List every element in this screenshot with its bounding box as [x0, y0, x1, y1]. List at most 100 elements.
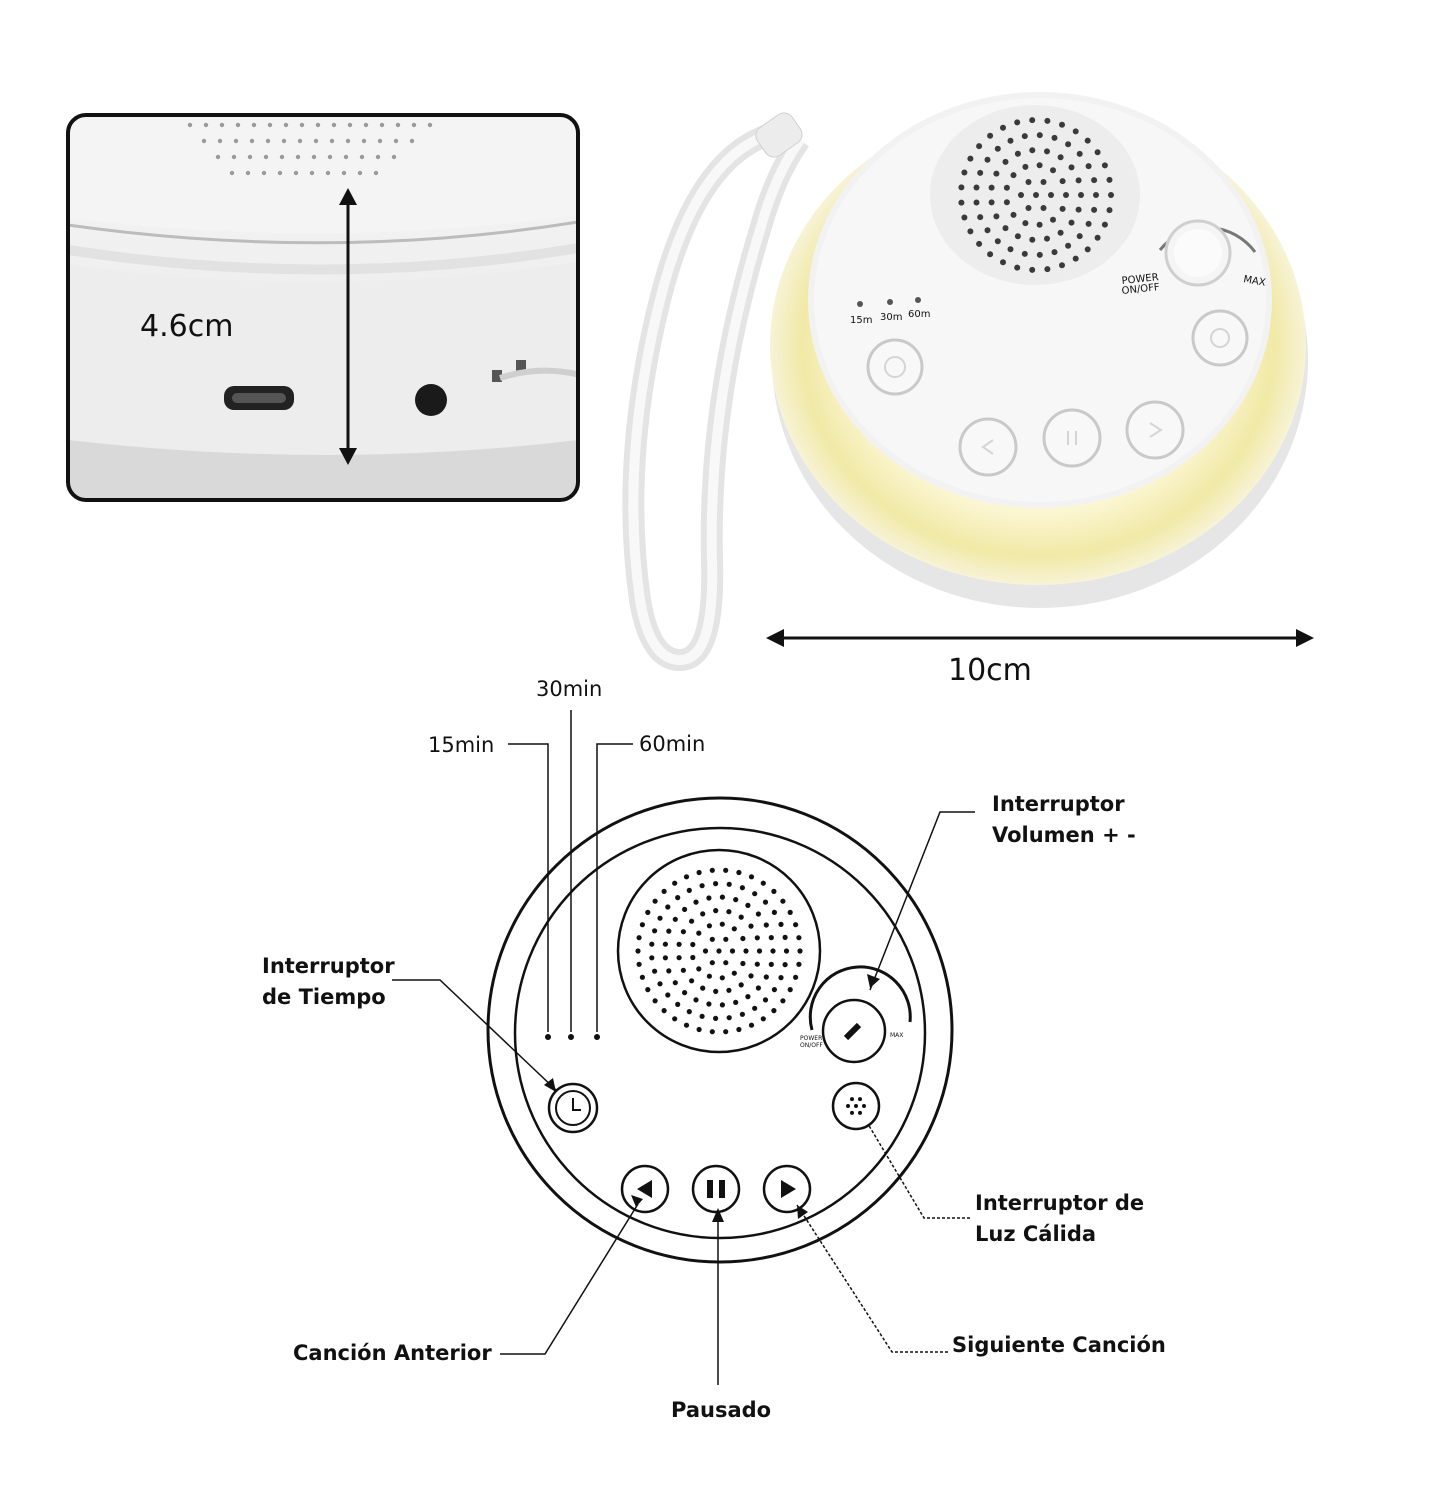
grille-dot [187, 122, 193, 128]
grille-dot [763, 922, 769, 928]
grille-dot [693, 899, 699, 905]
pause-button-outline [691, 1164, 741, 1214]
grille-dot [771, 888, 777, 895]
grille-dot [283, 122, 289, 128]
grille-dot [682, 990, 688, 996]
grille-dot [689, 978, 695, 984]
grille-dot [1010, 211, 1017, 218]
grille-dot [1022, 220, 1029, 227]
grille-dot [754, 935, 760, 941]
grille-dot [343, 154, 349, 160]
grille-dot [1075, 177, 1082, 184]
grille-dot [754, 961, 760, 967]
timer-60-led-label: 60m [908, 309, 930, 320]
timer-60-label: 60min [639, 732, 705, 756]
grille-dot [652, 968, 658, 974]
on-off-label: ON/OFF [1121, 282, 1160, 297]
outer-ring [486, 796, 954, 1264]
grille-dot [1022, 163, 1029, 170]
grille-dot [1021, 133, 1028, 140]
grille-dot [993, 213, 1000, 220]
prev-button[interactable] [958, 417, 1018, 477]
grille-dot [1068, 164, 1075, 171]
grille-dot [736, 1026, 742, 1033]
grille-dot [700, 985, 706, 991]
grille-dot [315, 122, 321, 128]
grille-dot [652, 898, 658, 904]
pause-button[interactable] [1042, 408, 1102, 468]
grille-dot [639, 974, 646, 980]
grille-dot [726, 987, 732, 993]
grille-dot [858, 1097, 862, 1102]
grille-dot [713, 908, 719, 914]
grille-dot [1044, 235, 1050, 242]
speaker-outline [616, 848, 822, 1054]
prev-callout: Canción Anterior [293, 1341, 492, 1365]
width-label: 10cm [948, 653, 1032, 688]
grille-dot [1002, 225, 1009, 232]
grille-dot [796, 961, 802, 967]
power-label: POWER [1121, 272, 1159, 287]
next-button[interactable] [1125, 400, 1185, 460]
grille-dot [411, 122, 417, 128]
grille-dot [984, 227, 991, 234]
grille-dot [672, 880, 678, 886]
grille-dot [1051, 134, 1058, 141]
grille-dot [1010, 172, 1017, 179]
grille-dot [219, 122, 225, 128]
grille-dot [427, 122, 433, 128]
grille-dot [752, 891, 758, 897]
timer-button[interactable] [866, 338, 924, 396]
grille-dot [1094, 149, 1101, 156]
leader-lines [392, 710, 975, 1385]
time-callout-line2: de Tiempo [262, 985, 386, 1009]
grille-dot [731, 970, 737, 976]
grille-dot [713, 881, 719, 887]
grille-dot [706, 923, 713, 929]
grille-dot [1057, 229, 1064, 236]
grille-dot [1106, 207, 1113, 214]
grille-dot [657, 981, 663, 987]
grille-dot [976, 143, 983, 150]
grille-dot [1040, 179, 1047, 185]
grille-dot [1029, 117, 1036, 124]
grille-dot [1059, 205, 1066, 212]
grille-dot [652, 998, 658, 1004]
grille-dot [201, 138, 207, 144]
audio-jack-icon [415, 384, 447, 416]
time-button-outline [547, 1082, 599, 1134]
grille-dot [341, 170, 347, 176]
grille-dot [958, 199, 965, 206]
grille-dot [987, 132, 994, 139]
light-button[interactable] [1191, 309, 1249, 367]
grille-dot [719, 894, 726, 900]
grille-dot [693, 997, 699, 1003]
diagram-power-label: POWER [800, 1035, 822, 1042]
grille-dot [1044, 266, 1051, 273]
grille-dot [636, 961, 642, 967]
grille-dot [733, 897, 739, 903]
grille-dot [1029, 236, 1036, 243]
grille-dot [699, 1013, 705, 1019]
grille-dot [780, 998, 786, 1004]
grille-dot [1007, 137, 1014, 144]
grille-dot [716, 948, 722, 954]
grille-dot [739, 885, 746, 891]
grille-dot [683, 1022, 690, 1028]
timer-30-label: 30min [536, 677, 602, 701]
grille-dot [723, 936, 729, 942]
grille-dot [1059, 262, 1065, 269]
grille-dot [1075, 206, 1082, 213]
previous-icon [637, 1180, 652, 1198]
grille-dot [793, 974, 799, 980]
grille-dot [961, 214, 968, 221]
grille-dot [1014, 119, 1021, 126]
grille-dot [299, 122, 305, 128]
grille-dot [768, 961, 774, 968]
grille-dot [686, 1009, 692, 1015]
grille-dot [277, 170, 283, 176]
grille-dot [1051, 249, 1058, 256]
grille-dot [961, 169, 968, 176]
grille-dot [1072, 128, 1079, 135]
volume-callout-line2: Volumen + - [992, 823, 1136, 847]
